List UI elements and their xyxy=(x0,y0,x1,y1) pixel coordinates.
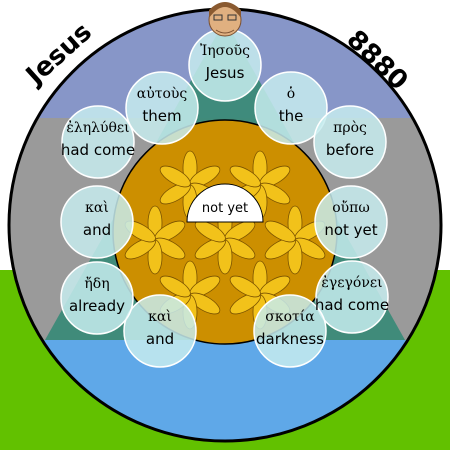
english-word: before xyxy=(325,141,375,159)
center-semicircle xyxy=(186,183,264,223)
petal xyxy=(229,275,261,298)
english-word: them xyxy=(142,107,182,125)
greek-word: καὶ xyxy=(148,309,172,325)
greek-word: Ἰησοῦς xyxy=(199,43,251,59)
word-bubble xyxy=(315,260,389,334)
word-bubble xyxy=(125,71,199,145)
english-word: the xyxy=(278,107,304,125)
english-word: and xyxy=(145,330,175,348)
petal xyxy=(229,165,261,188)
english-word: darkness xyxy=(256,330,324,348)
greek-word: σκοτία xyxy=(265,309,315,325)
word-bubble xyxy=(314,185,388,259)
english-word: Jesus xyxy=(205,64,245,82)
english-word: and xyxy=(82,221,112,239)
greek-word: ἐληλύθει xyxy=(66,120,130,136)
english-word: already xyxy=(68,297,125,315)
word-bubble xyxy=(253,294,327,368)
petal xyxy=(264,220,296,243)
english-word: not yet xyxy=(324,221,378,239)
english-word: had come xyxy=(314,296,390,314)
english-word: had come xyxy=(60,141,136,159)
greek-word: ἐγεγόνει xyxy=(321,275,383,291)
petal xyxy=(159,165,191,188)
word-bubble xyxy=(61,105,135,179)
petal xyxy=(159,275,191,298)
greek-word: ἤδη xyxy=(84,276,110,292)
greek-word: οὔπω xyxy=(332,200,370,216)
greek-word: πρὸς xyxy=(333,120,367,136)
word-bubble xyxy=(60,185,134,259)
word-bubble xyxy=(313,105,387,179)
greek-word: αὐτοὺς xyxy=(136,86,188,102)
greek-word: καὶ xyxy=(85,200,109,216)
greek-word: ὁ xyxy=(286,86,296,102)
word-bubble xyxy=(254,71,328,145)
word-bubble xyxy=(60,261,134,335)
center-label: not yet xyxy=(201,201,249,216)
face-icon xyxy=(208,2,242,37)
word-bubble xyxy=(123,294,197,368)
word-bubbles xyxy=(60,28,389,368)
flower-pattern xyxy=(124,150,326,330)
petal xyxy=(194,220,226,243)
